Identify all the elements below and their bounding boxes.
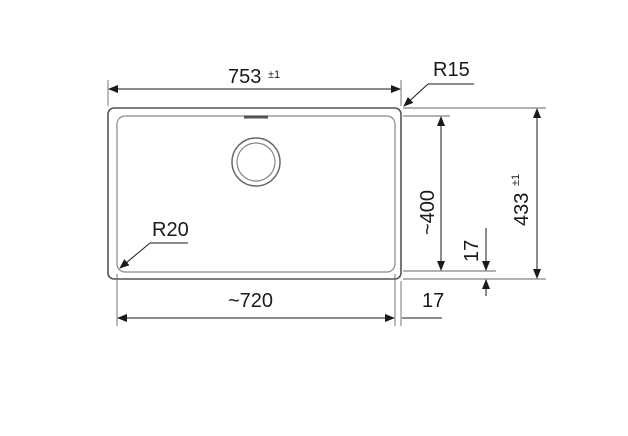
outer-radius-leader xyxy=(403,83,429,107)
outer-radius-label: R15 xyxy=(433,59,470,81)
inner-radius-leader xyxy=(119,242,151,269)
sink-inner-bowl xyxy=(116,115,396,273)
overall-width-value: 753 xyxy=(228,66,261,88)
overall-width-tolerance: ±1 xyxy=(268,69,280,81)
overall-depth-tolerance: ±1 xyxy=(510,174,522,186)
drain-outer xyxy=(231,137,281,187)
bowl-width-value: ~720 xyxy=(228,290,273,312)
overall-depth-value: 433 xyxy=(511,193,533,226)
inner-radius-label: R20 xyxy=(152,219,189,241)
rim-right-value: 17 xyxy=(422,290,444,312)
drain-inner xyxy=(236,142,276,182)
sink-outer-rim xyxy=(107,107,402,280)
bowl-depth-value: ~400 xyxy=(417,190,439,235)
rim-bottom-value: 17 xyxy=(461,240,483,262)
